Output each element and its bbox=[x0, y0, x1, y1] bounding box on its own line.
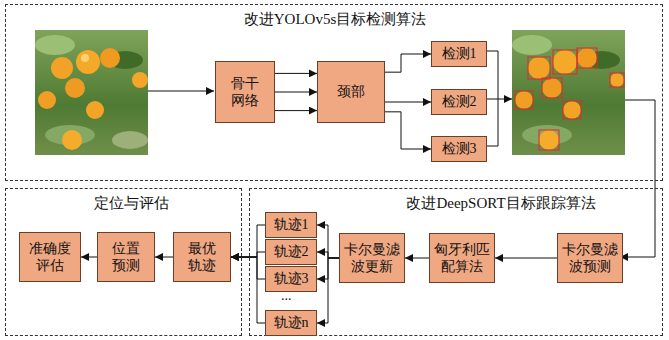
process-box: 匈牙利匹 配算法 bbox=[429, 233, 495, 283]
connector-arrow bbox=[275, 110, 317, 111]
process-box: 最优 轨迹 bbox=[173, 232, 231, 282]
connector-arrow bbox=[231, 257, 265, 323]
connector-arrow bbox=[275, 73, 317, 74]
process-box: 颈部 bbox=[317, 61, 385, 123]
process-box: 卡尔曼滤 波预测 bbox=[557, 233, 623, 283]
process-box: 检测1 bbox=[431, 41, 487, 67]
connector-arrow bbox=[81, 257, 97, 258]
process-box: 位置 预测 bbox=[97, 232, 155, 282]
node-text: 卡尔曼滤 波更新 bbox=[343, 241, 401, 276]
region-title: 改进YOLOv5s目标检测算法 bbox=[244, 10, 427, 28]
process-box: 卡尔曼滤 波更新 bbox=[339, 233, 405, 283]
process-box: 检测3 bbox=[431, 136, 487, 162]
connector-arrow bbox=[317, 252, 339, 258]
region-title: 改进DeepSORT目标跟踪算法 bbox=[406, 194, 595, 212]
process-box: 轨迹n bbox=[265, 310, 317, 336]
region-panel: 准确度 评估位置 预测最优 轨迹 定位与评估 bbox=[5, 188, 242, 336]
connector-arrow bbox=[385, 54, 431, 72]
flow-wire bbox=[148, 51, 655, 257]
connector-arrow bbox=[275, 92, 317, 93]
node-text: 位置 预测 bbox=[101, 240, 151, 275]
node-text: 准确度 评估 bbox=[23, 240, 77, 275]
node-text: 检测3 bbox=[442, 140, 477, 158]
process-box: 骨干 网络 bbox=[215, 61, 275, 123]
connector-arrow bbox=[385, 112, 431, 149]
node-text: 骨干 网络 bbox=[219, 75, 271, 110]
node-text: 轨迹1 bbox=[274, 216, 309, 234]
connector-arrow bbox=[317, 258, 339, 323]
process-box: 轨迹2 bbox=[265, 239, 317, 265]
node-text: 检测2 bbox=[442, 93, 477, 111]
connector-arrow bbox=[317, 225, 339, 258]
process-box: 检测2 bbox=[431, 89, 487, 115]
node-text: 颈部 bbox=[337, 83, 365, 101]
connector-arrow bbox=[155, 257, 173, 258]
connector-arrow bbox=[385, 102, 431, 103]
connector-arrow bbox=[231, 225, 265, 257]
connector-arrow bbox=[231, 257, 265, 279]
node-text: 轨迹3 bbox=[274, 270, 309, 288]
region-title: 定位与评估 bbox=[94, 194, 169, 212]
process-box: 轨迹1 bbox=[265, 212, 317, 238]
connector-arrow bbox=[405, 258, 429, 259]
ellipsis-label: ... bbox=[281, 288, 292, 303]
region-panel: 轨迹1 轨迹2 轨迹3 轨迹n 卡尔曼滤 波更新匈牙利匹 配算法 卡尔曼滤 波预测 改进De… bbox=[249, 188, 663, 336]
node-text: 最优 轨迹 bbox=[177, 240, 227, 275]
region-panel: 骨干 网络 颈部 检测1 检测2 检测3 改进YOLOv5s目标检测算法 bbox=[5, 4, 663, 181]
connector-arrow bbox=[495, 258, 557, 259]
node-text: 卡尔曼滤 波预测 bbox=[561, 241, 619, 276]
detection-photo bbox=[512, 30, 625, 155]
connector-arrow bbox=[231, 252, 265, 257]
node-text: 轨迹n bbox=[274, 314, 309, 332]
node-text: 检测1 bbox=[442, 45, 477, 63]
orchard-photo bbox=[35, 30, 148, 155]
node-text: 匈牙利匹 配算法 bbox=[433, 241, 491, 276]
process-box: 准确度 评估 bbox=[19, 232, 81, 282]
node-text: 轨迹2 bbox=[274, 243, 309, 261]
